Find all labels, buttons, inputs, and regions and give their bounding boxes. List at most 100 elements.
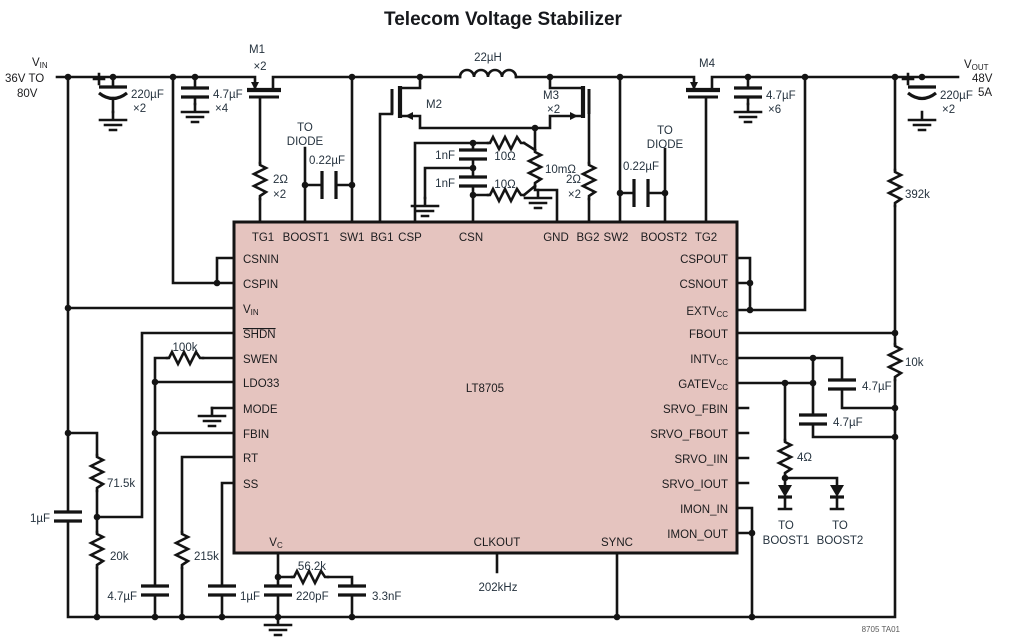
r-swen-value: 100k — [173, 342, 198, 354]
vin-label: VIN — [32, 57, 48, 70]
to-diode-left-2: DIODE — [287, 136, 324, 148]
vin-range2-label: 80V — [17, 88, 38, 100]
pin-csp: CSP — [398, 232, 422, 244]
r-bg2-qty: ×2 — [568, 189, 581, 201]
ic-right-pin-labels: CSPOUT CSNOUT EXTVCC FBOUT INTVCC GATEVC… — [650, 254, 728, 541]
ic-bottom-pin-labels: VC CLKOUT SYNC — [269, 537, 633, 550]
vout-label: VOUT — [964, 59, 989, 72]
r-fb-top-value: 392k — [905, 189, 930, 201]
mosfet-m2-icon — [390, 86, 413, 120]
pin-gnd: GND — [543, 232, 569, 244]
to-boost2-1: TO — [832, 520, 848, 532]
m2-name: M2 — [426, 99, 442, 111]
input-terminal: VIN 36V TO 80V — [5, 57, 48, 100]
to-diode-left-1: TO — [297, 122, 313, 134]
r-vc-value: 56.2k — [298, 561, 326, 573]
mosfet-m3-icon — [570, 86, 591, 120]
pin-swen: SWEN — [243, 354, 278, 366]
ic-part-number: LT8705 — [466, 383, 504, 395]
pin-vin: VIN — [243, 304, 259, 317]
ground-icon — [907, 110, 937, 132]
pin-sw2: SW2 — [604, 232, 629, 244]
r-flt1-value: 10Ω — [494, 151, 516, 163]
pin-tg2: TG2 — [695, 232, 717, 244]
pin-gatevcc: GATEVCC — [678, 379, 728, 392]
pin-tg1: TG1 — [252, 232, 274, 244]
resistor-10mohm-sense-icon — [527, 148, 543, 188]
pin-ss: SS — [243, 479, 259, 491]
to-diode-right-2: DIODE — [647, 139, 684, 151]
pin-srvo-fbout: SRVO_FBOUT — [650, 429, 728, 441]
m3-qty: ×2 — [547, 104, 560, 116]
resistor-71k5-icon — [89, 453, 105, 493]
pin-fbin: FBIN — [243, 429, 269, 441]
junction-dots — [64, 73, 926, 621]
to-diode-right-1: TO — [657, 125, 673, 137]
c-vc2-value: 3.3nF — [372, 591, 401, 603]
doc-id: 8705 TA01 — [862, 625, 901, 634]
pin-srvo-iout: SRVO_IOUT — [662, 479, 728, 491]
pin-boost1: BOOST1 — [283, 232, 330, 244]
diode-to-boost2-icon — [828, 483, 846, 499]
pin-sw1: SW1 — [340, 232, 365, 244]
pin-mode: MODE — [243, 404, 278, 416]
pin-intvcc: INTVCC — [690, 354, 728, 367]
pin-bg1: BG1 — [370, 232, 393, 244]
resistor-2ohm-tg1-icon — [252, 161, 268, 201]
clkout-freq-label: 202kHz — [479, 582, 518, 594]
pin-csn: CSN — [459, 232, 483, 244]
ic-body — [232, 220, 739, 555]
r-sense-value: 10mΩ — [545, 164, 576, 176]
resistor-2ohm-bg2-icon — [581, 161, 597, 201]
resistor-4ohm-icon — [777, 438, 793, 478]
cin-bulk-value: 220µF — [131, 89, 164, 101]
resistor-392k-icon — [887, 168, 903, 208]
m1-qty: ×2 — [253, 61, 266, 73]
pin-bg2: BG2 — [576, 232, 599, 244]
cout-hf-qty: ×6 — [768, 104, 781, 116]
polarized-plate-icon — [98, 91, 128, 101]
r-boost-value: 4Ω — [797, 452, 812, 464]
pin-extvcc: EXTVCC — [686, 306, 728, 319]
capacitor-plates — [54, 72, 937, 597]
wires — [55, 68, 960, 619]
pin-csnin: CSNIN — [243, 254, 279, 266]
r-uvlo-bot-value: 20k — [110, 551, 129, 563]
m4-name: M4 — [699, 58, 716, 70]
pin-srvo-iin: SRVO_IIN — [675, 454, 728, 466]
pin-fbout: FBOUT — [689, 329, 728, 341]
c-boost1-value: 0.22µF — [309, 155, 345, 167]
vout-voltage-label: 48V — [972, 73, 993, 85]
r-tg1-qty: ×2 — [273, 189, 286, 201]
c-ldo33-value: 4.7µF — [107, 591, 137, 603]
c-ss-value: 1µF — [240, 591, 260, 603]
mosfet-m1-icon — [247, 82, 281, 99]
c-intvcc-value: 4.7µF — [862, 381, 892, 393]
m1-name: M1 — [249, 44, 265, 56]
vin-range-label: 36V TO — [5, 73, 44, 85]
inductor-value: 22µH — [474, 52, 502, 64]
c-flt2-value: 1nF — [435, 178, 455, 190]
pin-vc: VC — [269, 537, 283, 550]
pin-sync: SYNC — [601, 537, 633, 549]
pin-ldo33: LDO33 — [243, 378, 279, 390]
to-boost2-2: BOOST2 — [817, 535, 864, 547]
pin-rt: RT — [243, 453, 258, 465]
cout-hf-value: 4.7µF — [766, 90, 796, 102]
ground-icon — [197, 406, 227, 428]
inductor-coil-icon — [458, 68, 518, 79]
polarity-plus-icon — [901, 72, 915, 86]
ground-icon — [98, 110, 128, 132]
resistor-20k-icon — [89, 530, 105, 570]
resistor-10ohm-top-icon — [486, 135, 526, 151]
schematic-title: Telecom Voltage Stabilizer — [384, 9, 623, 30]
c-gatevcc-value: 4.7µF — [833, 417, 863, 429]
pin-imon-out: IMON_OUT — [667, 529, 728, 541]
resistor-215k-icon — [174, 530, 190, 570]
pin-srvo-fbin: SRVO_FBIN — [663, 404, 728, 416]
m3-name: M3 — [543, 90, 559, 102]
component-labels: 220µF ×2 4.7µF ×4 M1 ×2 2Ω ×2 TO DIODE 0… — [30, 44, 973, 603]
c-flt1-value: 1nF — [435, 150, 455, 162]
output-terminal: VOUT 48V 5A — [964, 59, 993, 99]
